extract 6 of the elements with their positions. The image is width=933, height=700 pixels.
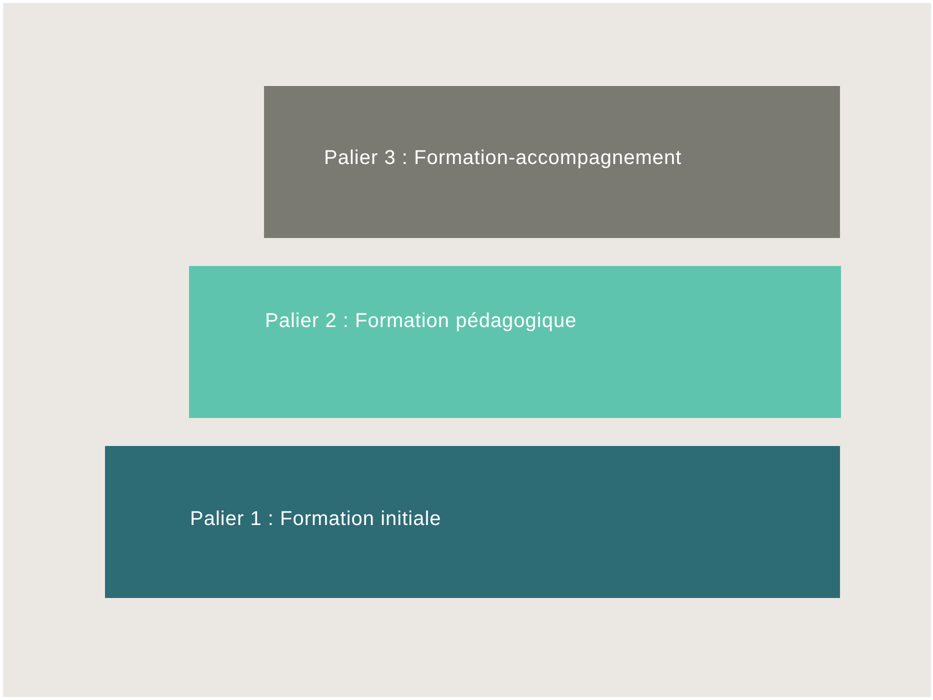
tier-label: Palier 1 : Formation initiale [190, 508, 442, 531]
tier-box [264, 86, 840, 238]
tier-box [105, 446, 840, 598]
tier-label: Palier 2 : Formation pédagogique [265, 310, 577, 333]
tier-box [189, 266, 841, 418]
tier-label: Palier 3 : Formation-accompagnement [324, 147, 682, 170]
